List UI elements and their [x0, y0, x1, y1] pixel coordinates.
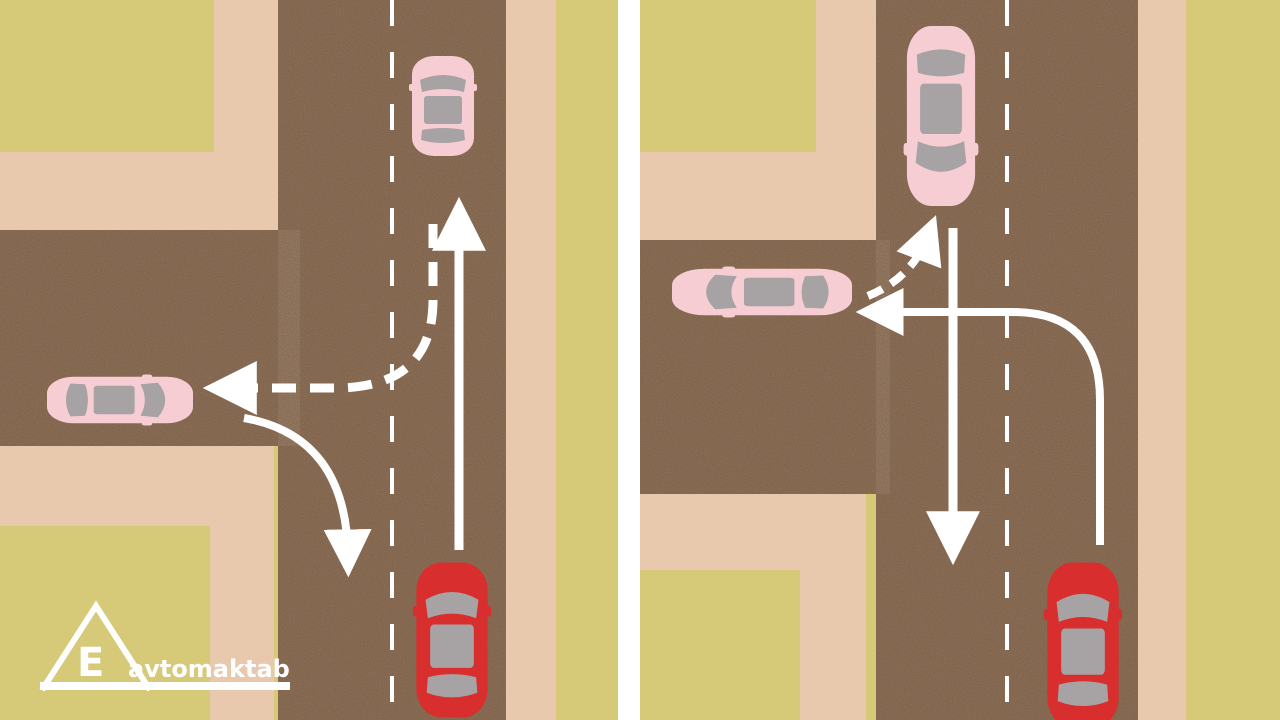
main-red-car — [412, 562, 492, 718]
triangle-logo-icon — [39, 600, 153, 692]
oncoming-ghost-car — [903, 26, 979, 207]
logo: E avtomaktab — [39, 600, 290, 692]
side-street-ghost-car — [47, 374, 193, 426]
side-street-ghost-car — [672, 266, 852, 318]
logo-letter: E — [77, 640, 104, 686]
main-red-car — [1043, 562, 1123, 720]
logo-underline — [40, 682, 290, 690]
panel-divider — [618, 0, 640, 720]
oncoming-ghost-car — [409, 56, 477, 156]
logo-text: avtomaktab — [128, 655, 290, 683]
right-panel — [640, 0, 1280, 720]
dashed-right-turn-arrow — [866, 215, 942, 300]
right-turn-arrow — [243, 414, 372, 578]
left-panel: E avtomaktab — [0, 0, 618, 720]
dashed-left-turn-arrow — [202, 224, 438, 415]
left-turn-arrow — [855, 288, 1104, 545]
grass-lot — [640, 0, 816, 720]
